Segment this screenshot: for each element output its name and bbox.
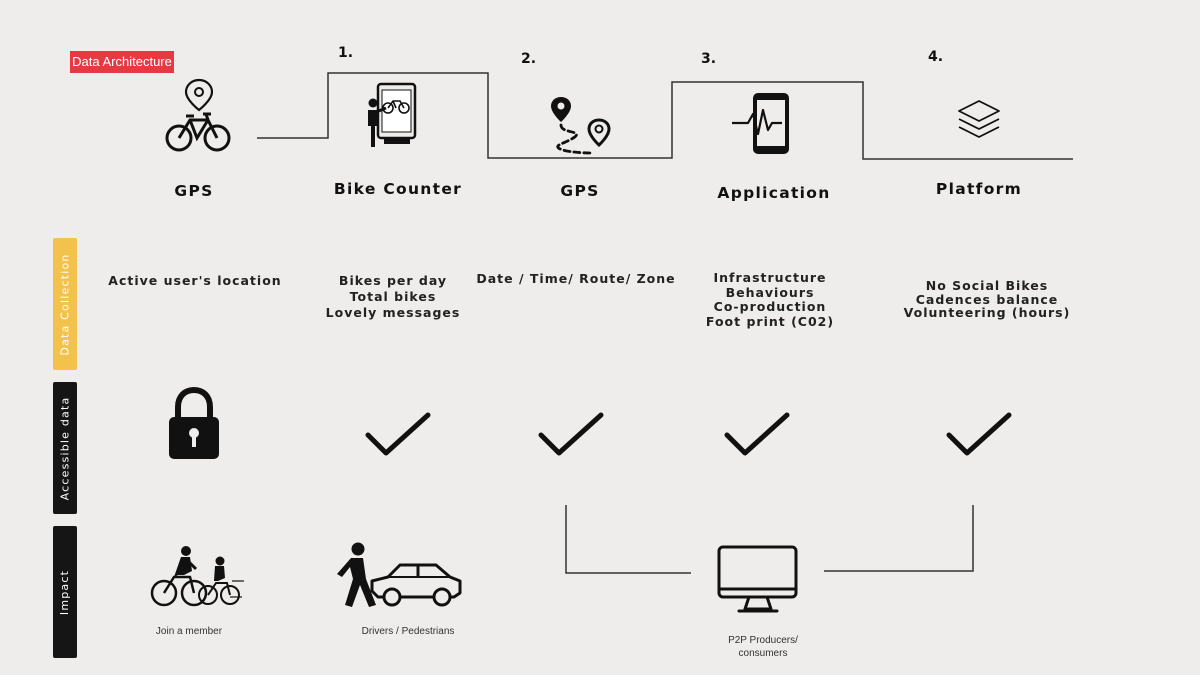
route-pins-icon — [551, 97, 611, 155]
step-number-1: 1. — [338, 45, 354, 61]
step-number-4: 4. — [928, 49, 944, 65]
step-number-2: 2. — [521, 51, 537, 67]
collection-gps-1: Active user's location — [108, 273, 282, 288]
step-number-3: 3. — [701, 51, 717, 67]
impact-caption-join-member: Join a member — [155, 626, 223, 637]
monitor-icon — [717, 545, 798, 613]
row-label-data-collection: Data Collection — [53, 238, 77, 370]
column-title-bike-counter: Bike Counter — [333, 180, 463, 198]
check-icon — [724, 412, 790, 456]
layers-icon — [958, 100, 1000, 138]
check-icon — [538, 412, 604, 456]
bike-location-icon — [165, 78, 231, 152]
bike-counter-icon — [368, 82, 417, 147]
column-title-gps-1: GPS — [174, 182, 214, 200]
collection-platform: No Social Bikes Cadences balance Volunte… — [903, 278, 1071, 320]
column-title-application: Application — [717, 184, 831, 202]
collection-application: Infrastructure Behaviours Co-production … — [705, 270, 835, 329]
impact-caption-p2p: P2P Producers/ consumers — [728, 635, 798, 659]
impact-caption-drivers-pedestrians: Drivers / Pedestrians — [361, 626, 455, 637]
lock-icon — [169, 386, 219, 459]
column-title-gps-2: GPS — [560, 182, 600, 200]
row-label-impact: Impact — [53, 526, 77, 658]
column-title-platform: Platform — [935, 180, 1023, 198]
phone-pulse-icon — [732, 93, 789, 154]
collection-gps-2: Date / Time/ Route/ Zone — [476, 271, 676, 286]
check-icon — [365, 412, 431, 456]
row-label-accessible-data: Accessible data — [53, 382, 77, 514]
check-icon — [946, 412, 1012, 456]
data-architecture-badge: Data Architecture — [70, 51, 174, 73]
cyclists-icon — [150, 546, 244, 607]
pedestrian-car-icon — [337, 542, 462, 607]
collection-bike-counter: Bikes per day Total bikes Lovely message… — [325, 273, 461, 320]
